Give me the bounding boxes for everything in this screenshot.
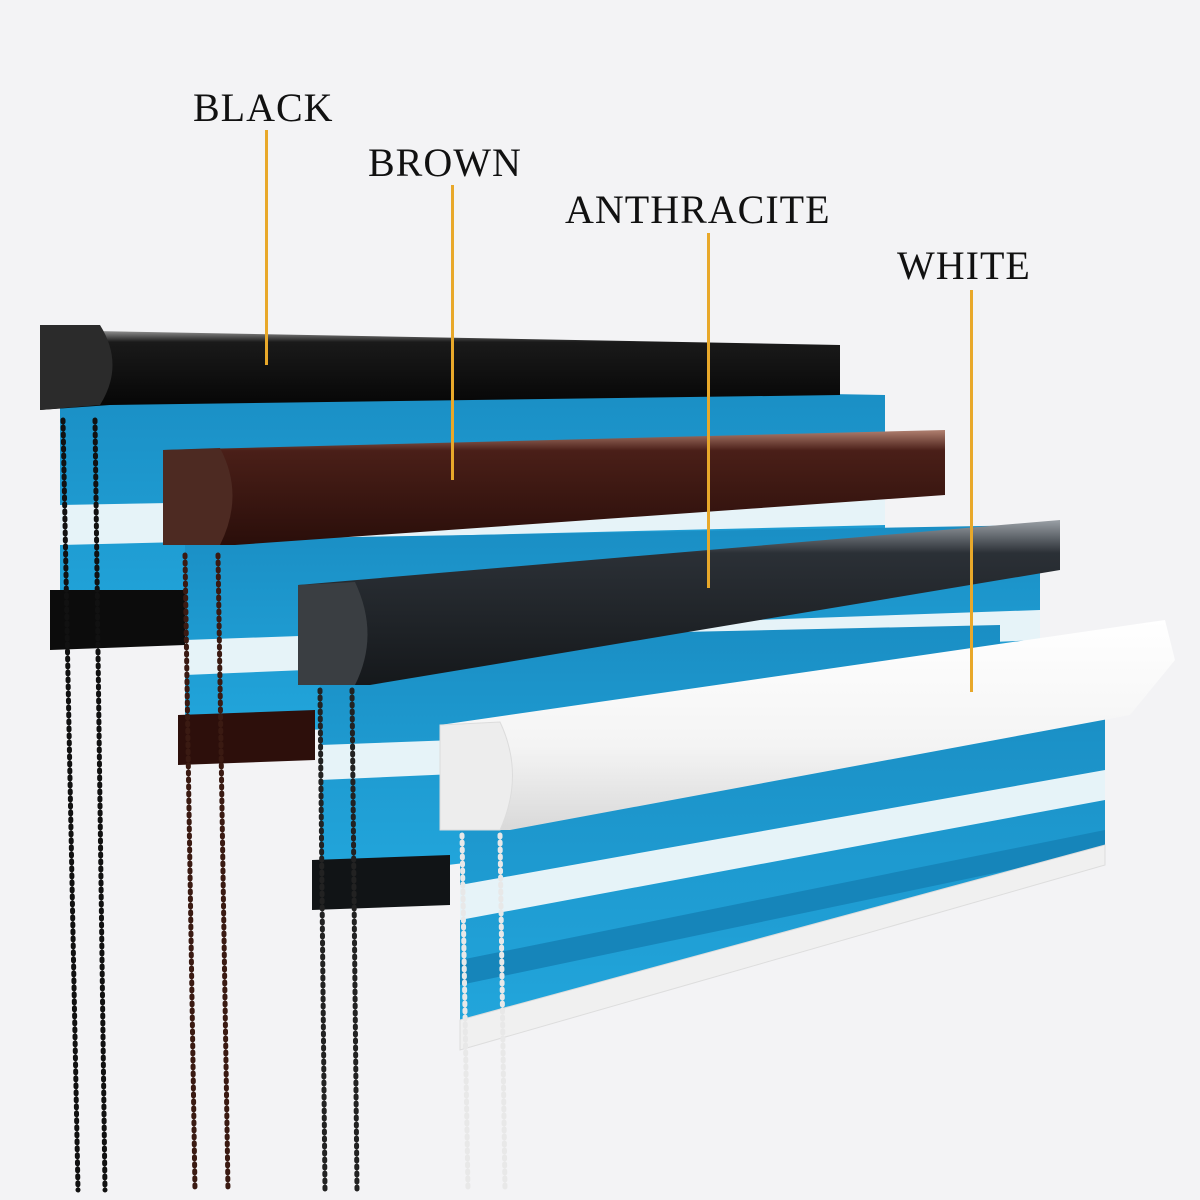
leader-line-brown xyxy=(451,185,454,480)
leader-line-white xyxy=(970,290,973,692)
label-black: BLACK xyxy=(193,85,334,130)
label-anthracite: ANTHRACITE xyxy=(565,187,831,232)
leader-line-black xyxy=(265,130,268,365)
label-white: WHITE xyxy=(897,243,1031,288)
bead-chains xyxy=(60,417,508,1193)
blind-white xyxy=(439,620,1175,1051)
leader-line-anthracite xyxy=(707,233,710,588)
label-brown: BROWN xyxy=(368,140,522,185)
